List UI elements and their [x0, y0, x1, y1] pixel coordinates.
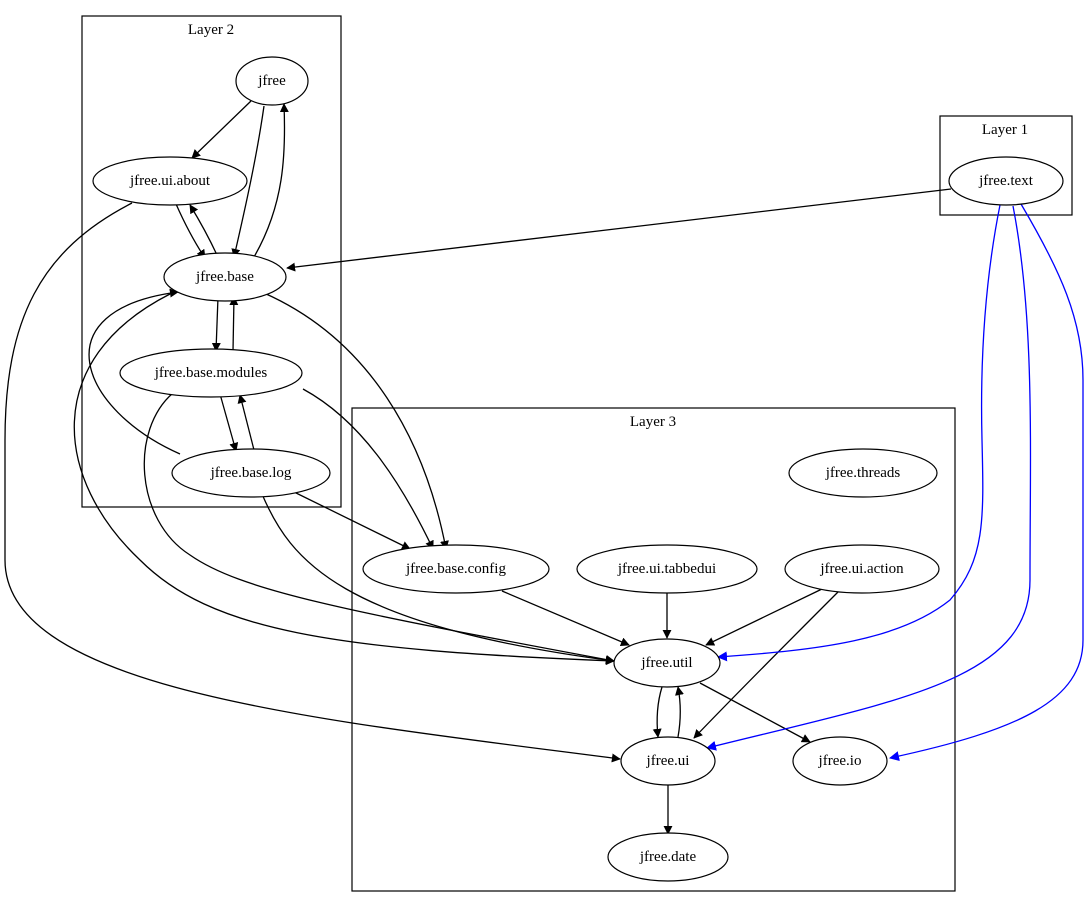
edge-ui-to-util	[675, 686, 684, 738]
edge-base-to-util	[73, 293, 615, 666]
edge-base-modules-to-base	[229, 296, 239, 352]
node-io-shape	[792, 736, 888, 786]
node-ui-about: jfree.ui.about	[92, 156, 248, 206]
cluster-layer-3-box	[351, 407, 956, 892]
cluster-layer-3: Layer 3	[351, 407, 956, 892]
node-threads-shape	[788, 448, 938, 498]
edge-jfree-to-ui-about	[191, 100, 252, 159]
edge-util-to-ui	[652, 686, 663, 738]
edge-util-to-io	[699, 682, 811, 743]
node-base: jfree.base	[163, 252, 287, 302]
node-util: jfree.util	[613, 638, 721, 688]
edge-base-to-base-config	[263, 292, 449, 550]
node-date: jfree.date	[607, 832, 729, 882]
node-ui-tabbedui-label: jfree.ui.tabbedui	[617, 561, 716, 577]
cluster-layer-1-label: Layer 1	[982, 122, 1028, 138]
edge-text-to-util	[717, 204, 1001, 662]
node-threads: jfree.threads	[788, 448, 938, 498]
node-ui-action-label: jfree.ui.action	[819, 561, 904, 577]
node-ui-about-label: jfree.ui.about	[129, 173, 211, 189]
node-base-label: jfree.base	[195, 269, 254, 285]
edge-base-modules-to-base-log	[219, 393, 239, 452]
node-base-config-label: jfree.base.config	[405, 561, 506, 577]
node-ui-shape	[620, 736, 716, 786]
node-ui-tabbedui: jfree.ui.tabbedui	[576, 544, 758, 594]
edge-base-log-to-base-config	[291, 490, 411, 550]
node-ui-tabbedui-shape	[576, 544, 758, 594]
edge-ui-about-to-ui	[4, 202, 621, 763]
node-util-label: jfree.util	[640, 655, 692, 671]
edge-base-modules-to-util	[143, 392, 615, 664]
node-jfree-label: jfree	[257, 73, 286, 89]
node-ui-label: jfree.ui	[646, 753, 690, 769]
node-io: jfree.io	[792, 736, 888, 786]
edge-base-config-to-util	[501, 590, 630, 646]
node-base-shape	[163, 252, 287, 302]
node-text-label: jfree.text	[978, 173, 1034, 189]
edges-default	[4, 100, 952, 835]
node-base-log-shape	[171, 448, 331, 498]
node-jfree: jfree	[235, 56, 309, 106]
edge-action-to-util	[705, 588, 823, 646]
edge-text-to-base	[286, 188, 952, 272]
node-ui-action-shape	[784, 544, 940, 594]
edge-base-log-to-base-modules	[237, 394, 255, 451]
node-io-label: jfree.io	[818, 753, 862, 769]
edges-highlighted	[706, 203, 1084, 761]
edge-base-log-to-base	[88, 288, 181, 455]
node-base-log: jfree.base.log	[171, 448, 331, 498]
node-base-modules-label: jfree.base.modules	[154, 365, 268, 381]
node-base-modules: jfree.base.modules	[119, 348, 303, 398]
node-ui-about-shape	[92, 156, 248, 206]
edge-base-log-to-util	[261, 493, 615, 665]
node-util-shape	[613, 638, 721, 688]
edge-base-to-jfree	[253, 103, 289, 258]
cluster-layer-3-label: Layer 3	[630, 414, 676, 430]
edge-text-to-io	[889, 203, 1084, 761]
cluster-layer-1-box	[939, 115, 1073, 216]
edge-base-modules-to-base-config	[302, 388, 434, 550]
node-base-log-label: jfree.base.log	[210, 465, 292, 481]
cluster-layer-2-label: Layer 2	[188, 22, 234, 38]
node-text-shape	[948, 156, 1064, 206]
edge-ui-about-to-base	[175, 203, 206, 259]
edge-text-to-ui	[706, 205, 1032, 751]
node-date-label: jfree.date	[639, 849, 697, 865]
edge-jfree-to-base	[231, 105, 265, 258]
edge-base-to-base-modules	[211, 296, 221, 352]
node-base-modules-shape	[119, 348, 303, 398]
node-date-shape	[607, 832, 729, 882]
edge-base-to-ui-about	[189, 204, 218, 256]
cluster-layer-1: Layer 1	[939, 115, 1073, 216]
node-threads-label: jfree.threads	[825, 465, 901, 481]
node-base-config-shape	[362, 544, 550, 594]
node-base-config: jfree.base.config	[362, 544, 550, 594]
node-jfree-shape	[235, 56, 309, 106]
node-text: jfree.text	[948, 156, 1064, 206]
edge-action-to-ui	[693, 590, 840, 739]
node-ui: jfree.ui	[620, 736, 716, 786]
node-ui-action: jfree.ui.action	[784, 544, 940, 594]
